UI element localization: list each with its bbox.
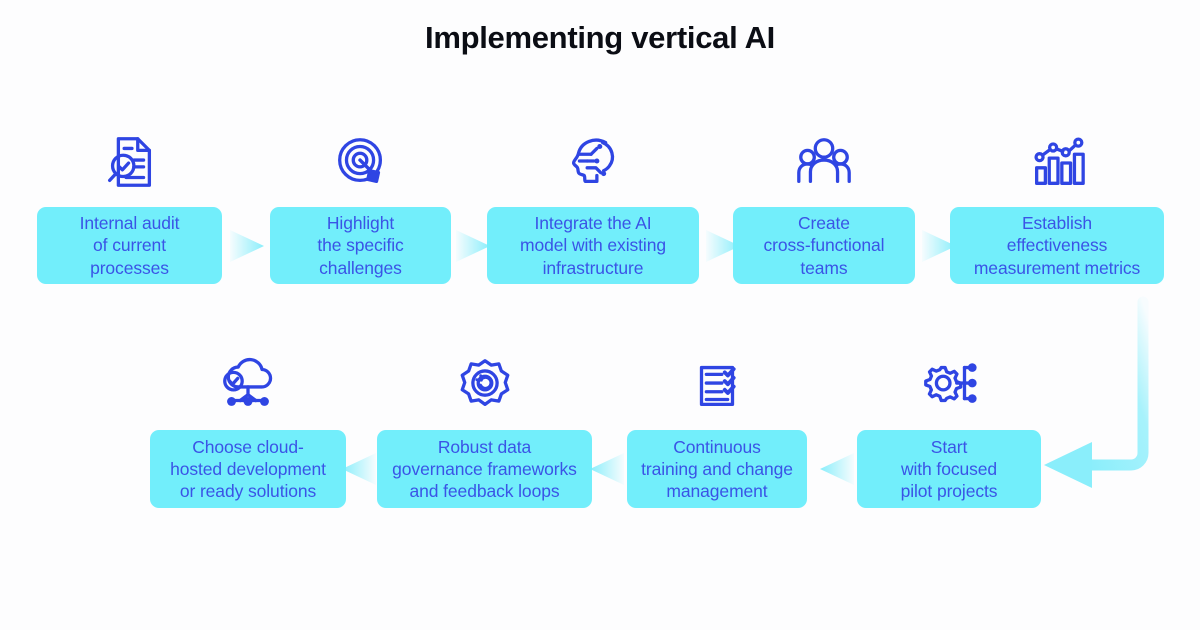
cloud-check-network-icon [211,350,285,416]
step-box-4: Create cross-functional teams [733,207,915,284]
step-label-4: Create cross-functional teams [763,213,885,278]
checklist-icon [680,350,754,416]
target-dart-icon [324,127,398,193]
bar-chart-trend-icon [1020,127,1094,193]
step-label-2: Highlight the specific challenges [317,213,404,278]
ai-head-circuit-icon [556,127,630,193]
step-card-7[interactable]: Continuous training and change managemen… [627,365,807,508]
gear-network-nodes-icon [912,350,986,416]
step-box-1: Internal audit of current processes [37,207,222,284]
mini-arrow-7 [586,447,626,491]
step-box-2: Highlight the specific challenges [270,207,451,284]
step-label-6: Start with focused pilot projects [900,436,998,502]
step-card-2[interactable]: Highlight the specific challenges [270,138,451,284]
step-card-4[interactable]: Create cross-functional teams [733,138,915,284]
page-title: Implementing vertical AI [425,20,775,55]
step-box-7: Continuous training and change managemen… [627,430,807,508]
step-label-1: Internal audit of current processes [79,213,180,278]
mini-arrow-2 [454,224,494,268]
mini-arrow-1 [228,224,268,268]
mini-arrow-6 [816,447,856,491]
step-label-5: Establish effectiveness measurement metr… [973,213,1141,278]
step-box-5: Establish effectiveness measurement metr… [950,207,1164,284]
step-card-3[interactable]: Integrate the AI model with existing inf… [487,138,699,284]
step-card-9[interactable]: Choose cloud- hosted development or read… [150,357,346,508]
document-magnifier-check-icon [93,127,167,193]
mini-arrow-3 [704,224,744,268]
step-card-6[interactable]: Start with focused pilot projects [857,363,1041,508]
people-group-icon [787,127,861,193]
step-label-7: Continuous training and change managemen… [641,436,793,502]
mini-arrow-8 [338,447,378,491]
step-card-1[interactable]: Internal audit of current processes [37,137,222,284]
gear-refresh-loop-icon [448,350,522,416]
step-label-9: Choose cloud- hosted development or read… [170,436,326,502]
step-box-8: Robust data governance frameworks and fe… [377,430,592,508]
mini-arrow-4 [920,224,960,268]
step-label-8: Robust data governance frameworks and fe… [392,436,577,502]
step-card-8[interactable]: Robust data governance frameworks and fe… [377,359,592,508]
step-label-3: Integrate the AI model with existing inf… [520,213,666,278]
step-box-3: Integrate the AI model with existing inf… [487,207,699,284]
step-box-9: Choose cloud- hosted development or read… [150,430,346,508]
step-card-5[interactable]: Establish effectiveness measurement metr… [950,137,1164,284]
step-box-6: Start with focused pilot projects [857,430,1041,508]
